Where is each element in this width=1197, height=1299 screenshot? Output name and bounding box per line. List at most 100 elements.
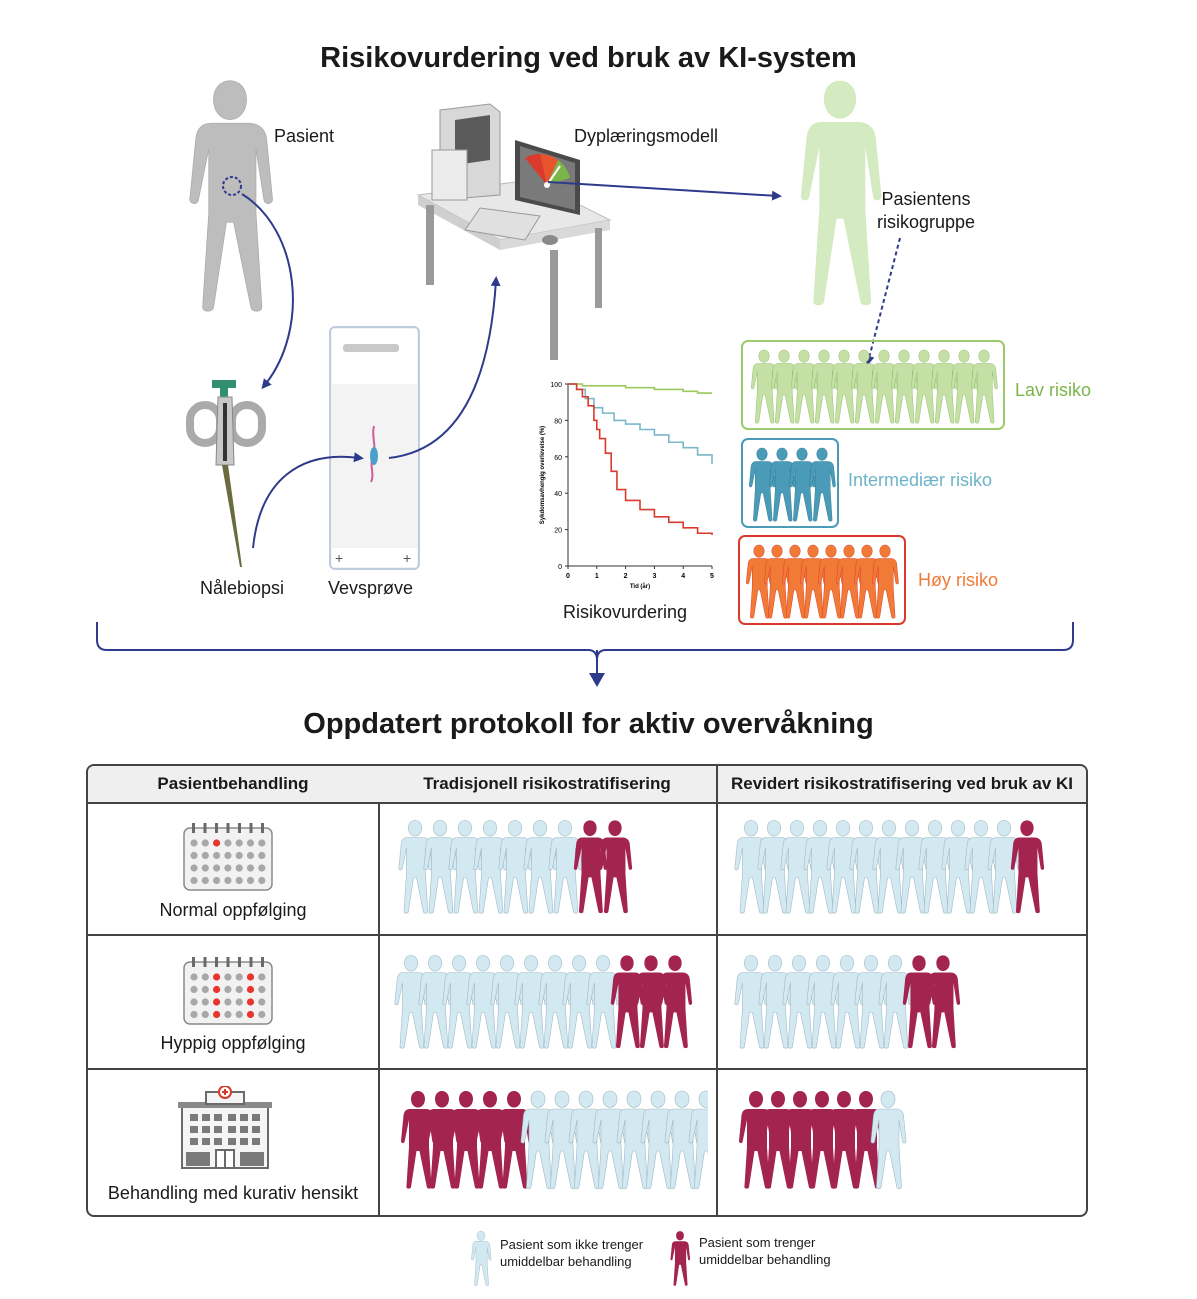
legend-light-figure	[471, 1230, 492, 1286]
calendar-ring	[249, 957, 253, 967]
row-behandling-traditional-figures	[400, 1090, 708, 1190]
calendar-day	[235, 876, 243, 885]
calendar-day	[190, 876, 198, 885]
row-label-behandling: Behandling med kurativ hensikt	[107, 1183, 359, 1203]
calendar-day	[224, 1010, 232, 1019]
patient-figure-treatment	[658, 955, 693, 1049]
calendar-day-marked	[246, 985, 255, 994]
survival-series-line-0	[568, 383, 712, 394]
calendar-day	[235, 985, 243, 994]
x-tick-label: 4	[681, 573, 685, 580]
risikogruppe-label: Pasientens risikogruppe	[876, 189, 976, 232]
row-hyppig-revised-figures	[734, 954, 961, 1049]
patient-figure-no-treatment	[394, 954, 429, 1049]
calendar-day	[190, 985, 198, 994]
y-tick-label: 20	[554, 528, 562, 535]
high-risk-label: Høy risiko	[918, 570, 998, 590]
calendar-ring	[215, 823, 218, 833]
x-tick-label: 0	[566, 573, 570, 580]
calendar-icon	[183, 957, 273, 1025]
calendar-day	[224, 876, 232, 885]
nalebiopsi-label: Nålebiopsi	[200, 578, 285, 598]
y-tick-label: 40	[554, 491, 562, 498]
calendar-day	[201, 973, 209, 981]
patient-figure-no-treatment	[538, 954, 573, 1049]
calendar-day	[224, 973, 232, 981]
patient-figure-no-treatment	[782, 954, 817, 1049]
patient-figure-no-treatment	[734, 819, 769, 914]
patient-figure-no-treatment	[442, 954, 477, 1049]
x-tick-label: 5	[710, 573, 714, 580]
patient-figure-no-treatment	[854, 954, 889, 1049]
patient-figure-no-treatment	[806, 954, 841, 1049]
low-risk-figures	[750, 349, 998, 424]
calendar-day	[190, 839, 198, 847]
y-tick-label: 100	[550, 382, 562, 389]
calendar-day	[235, 839, 243, 847]
calendar-ring	[261, 957, 264, 967]
x-tick-label: 3	[652, 573, 656, 580]
patient-figure-no-treatment	[514, 954, 549, 1049]
tissue-slide: + +	[329, 326, 420, 570]
calendar-ring	[261, 823, 264, 833]
calendar-day	[201, 864, 209, 872]
intermediate-risk-box	[741, 438, 839, 528]
biopsy-site-marker	[222, 176, 242, 196]
dyplaeringsmodell-label: Dyplæringsmodell	[574, 126, 719, 146]
calendar-day	[201, 851, 209, 860]
calendar-day	[258, 864, 266, 872]
calendar-ring	[203, 957, 207, 967]
header-revidert: Revidert risikostratifisering ved bruk a…	[718, 766, 1086, 804]
calendar-day	[235, 851, 243, 860]
legend-dark-figure	[670, 1231, 691, 1286]
patient-figure-no-treatment	[878, 954, 913, 1049]
patient-figure-no-treatment	[734, 954, 769, 1049]
patient-figure-no-treatment	[586, 954, 621, 1049]
high-risk-box	[738, 535, 906, 625]
calendar-day	[258, 839, 266, 847]
patient-figure-treatment	[634, 955, 669, 1049]
calendar-day	[190, 998, 198, 1006]
calendar-day	[213, 864, 221, 872]
y-tick-label: 0	[558, 564, 562, 571]
patient-figure-no-treatment	[418, 954, 453, 1049]
calendar-day	[190, 864, 198, 872]
calendar-day	[201, 876, 209, 885]
calendar-day	[258, 998, 266, 1006]
calendar-day	[246, 839, 255, 847]
calendar-day	[246, 864, 255, 872]
calendar-day	[190, 851, 198, 860]
survival-series-line-1	[568, 383, 713, 465]
row-hyppig-traditional-figures	[394, 954, 693, 1049]
computer-desk	[416, 103, 612, 360]
intermediate-risk-label: Intermediær risiko	[848, 470, 993, 490]
y-tick-label: 60	[554, 455, 562, 462]
legend-light-text: Pasient som ikke trenger umiddelbar beha…	[500, 1237, 644, 1269]
protocol-table: Pasientbehandling Tradisjonell risikostr…	[86, 764, 1088, 1217]
calendar-day	[201, 998, 209, 1006]
calendar-ring	[249, 823, 253, 833]
calendar-day-marked	[213, 839, 221, 847]
calendar-day-marked	[246, 1010, 255, 1019]
y-axis-label: Sykdomsavhengig overlevelse (%)	[540, 426, 546, 524]
calendar-day	[258, 985, 266, 994]
patient-figure-no-treatment	[466, 954, 501, 1049]
calendar-day	[224, 851, 232, 860]
biopsy-needle	[186, 380, 266, 567]
patient-figure-no-treatment	[830, 954, 865, 1049]
flow-arrows	[96, 181, 1074, 687]
calendar-day	[190, 973, 198, 981]
calendar-day	[235, 998, 243, 1006]
survival-series-line-2	[568, 383, 713, 536]
patient-figure-no-treatment	[758, 954, 793, 1049]
bottom-title: Oppdatert protokoll for aktiv overvåknin…	[303, 708, 874, 740]
patient-figure-treatment	[902, 955, 937, 1049]
x-axis-label: Tid (år)	[630, 583, 650, 590]
calendar-ring	[203, 823, 207, 833]
patient-figure-treatment	[400, 1091, 437, 1189]
calendar-day	[258, 876, 266, 885]
calendar-day	[201, 839, 209, 847]
legend-dark-text: Pasient som trenger umiddelbar behandlin…	[699, 1235, 831, 1267]
calendar-day	[213, 851, 221, 860]
